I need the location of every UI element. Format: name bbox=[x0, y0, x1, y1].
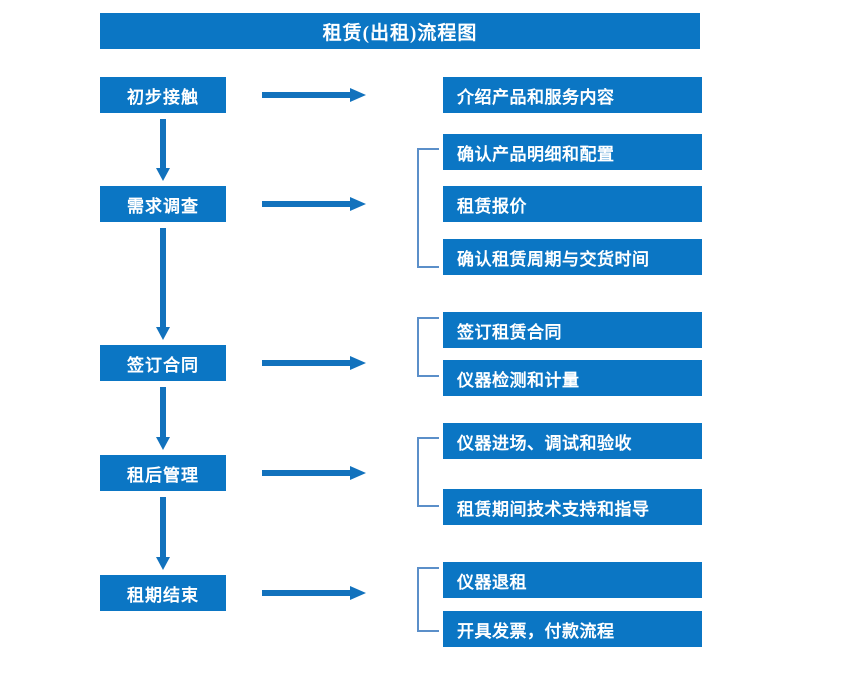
bracket-group5 bbox=[417, 567, 439, 632]
vertical-arrow-3 bbox=[156, 387, 170, 450]
stage-box-初步接触[interactable]: 初步接触 bbox=[100, 77, 226, 113]
detail-box-仪器退租[interactable]: 仪器退租 bbox=[443, 562, 702, 598]
stage-box-租后管理[interactable]: 租后管理 bbox=[100, 455, 226, 491]
detail-box-开具发票付款流程[interactable]: 开具发票，付款流程 bbox=[443, 611, 702, 647]
horizontal-arrow-1 bbox=[262, 88, 366, 102]
diagram-title: 租赁(出租)流程图 bbox=[100, 13, 700, 49]
bracket-group3 bbox=[417, 317, 439, 377]
detail-box-租赁报价[interactable]: 租赁报价 bbox=[443, 186, 702, 222]
stage-box-签订合同[interactable]: 签订合同 bbox=[100, 345, 226, 381]
detail-box-仪器进场调试和验收[interactable]: 仪器进场、调试和验收 bbox=[443, 423, 702, 459]
bracket-group4 bbox=[417, 437, 439, 507]
vertical-arrow-4 bbox=[156, 497, 170, 570]
detail-box-仪器检测和计量[interactable]: 仪器检测和计量 bbox=[443, 360, 702, 396]
detail-box-介绍产品和服务内容[interactable]: 介绍产品和服务内容 bbox=[443, 77, 702, 113]
vertical-arrow-2 bbox=[156, 228, 170, 340]
horizontal-arrow-2 bbox=[262, 197, 366, 211]
detail-box-租赁期间技术支持和指导[interactable]: 租赁期间技术支持和指导 bbox=[443, 489, 702, 525]
detail-box-确认租赁周期与交货时间[interactable]: 确认租赁周期与交货时间 bbox=[443, 239, 702, 275]
detail-box-签订租赁合同[interactable]: 签订租赁合同 bbox=[443, 312, 702, 348]
detail-box-确认产品明细和配置[interactable]: 确认产品明细和配置 bbox=[443, 134, 702, 170]
horizontal-arrow-4 bbox=[262, 466, 366, 480]
horizontal-arrow-5 bbox=[262, 586, 366, 600]
stage-box-租期结束[interactable]: 租期结束 bbox=[100, 575, 226, 611]
vertical-arrow-1 bbox=[156, 119, 170, 181]
bracket-group2 bbox=[417, 148, 439, 268]
stage-box-需求调查[interactable]: 需求调查 bbox=[100, 186, 226, 222]
horizontal-arrow-3 bbox=[262, 356, 366, 370]
